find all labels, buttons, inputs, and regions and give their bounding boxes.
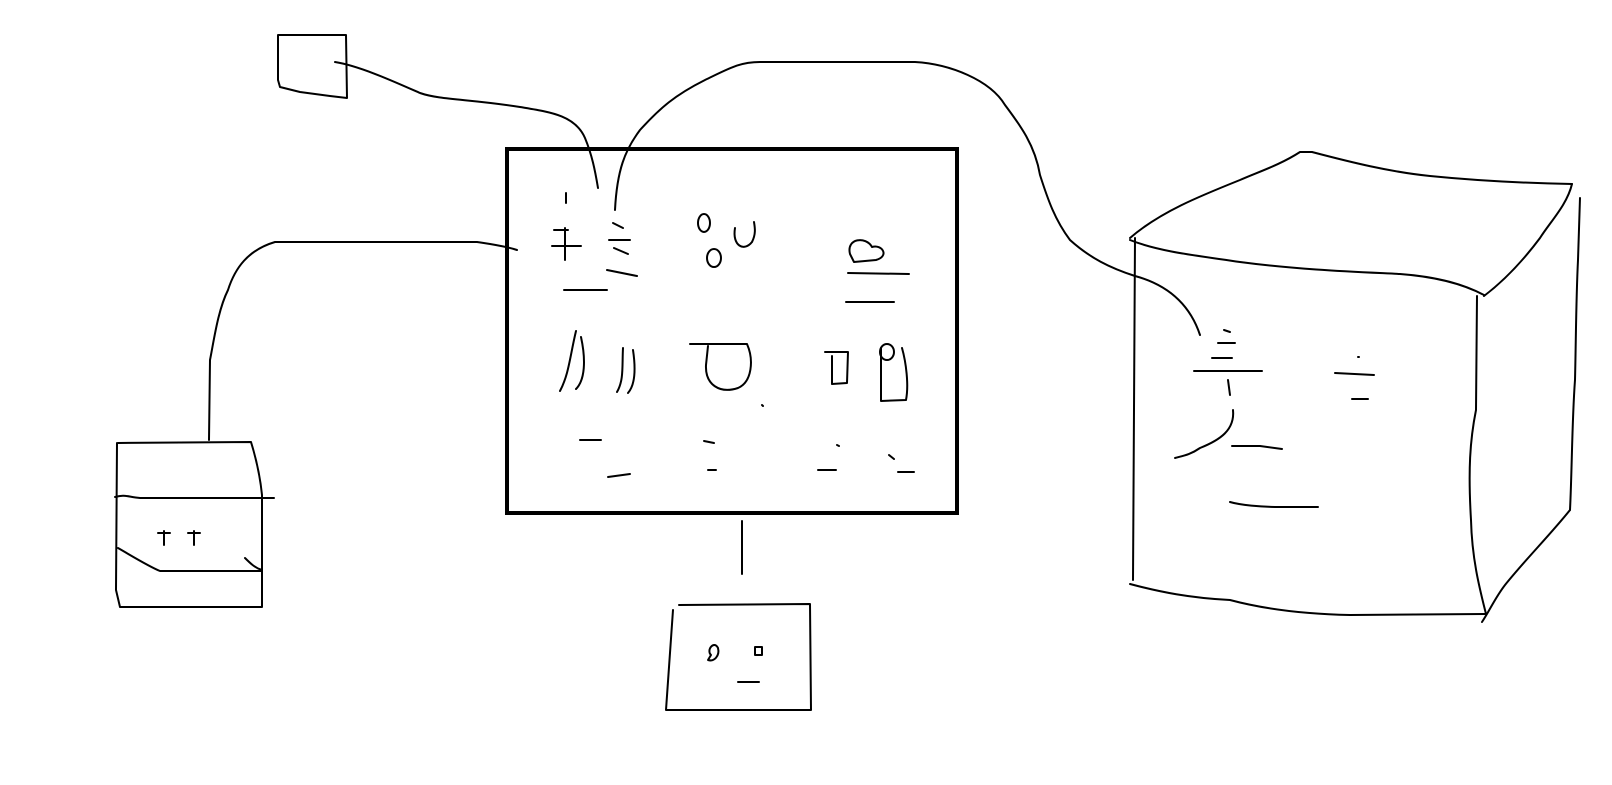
connector-left-box-to-monitor	[208, 241, 518, 441]
large-cube	[1129, 151, 1581, 623]
small-top-box	[277, 34, 348, 99]
monitor-glyph-row-3	[579, 439, 915, 478]
central-monitor	[505, 147, 959, 515]
monitor-glyph-row-1	[551, 192, 910, 303]
connector-monitor-to-cube	[614, 61, 1201, 336]
connector-top-box-to-monitor	[334, 61, 599, 189]
monitor-glyph-row-2	[559, 330, 909, 407]
cube-glyph-8	[1231, 445, 1283, 450]
left-box	[114, 441, 275, 608]
cube-glyph-1	[1211, 329, 1236, 359]
cube-glyph-4	[1174, 409, 1235, 459]
cube-glyph-9	[1229, 501, 1319, 508]
cube-glyph-5	[1334, 372, 1375, 376]
bottom-base-box	[665, 603, 812, 711]
cube-glyph-3	[1227, 379, 1231, 396]
